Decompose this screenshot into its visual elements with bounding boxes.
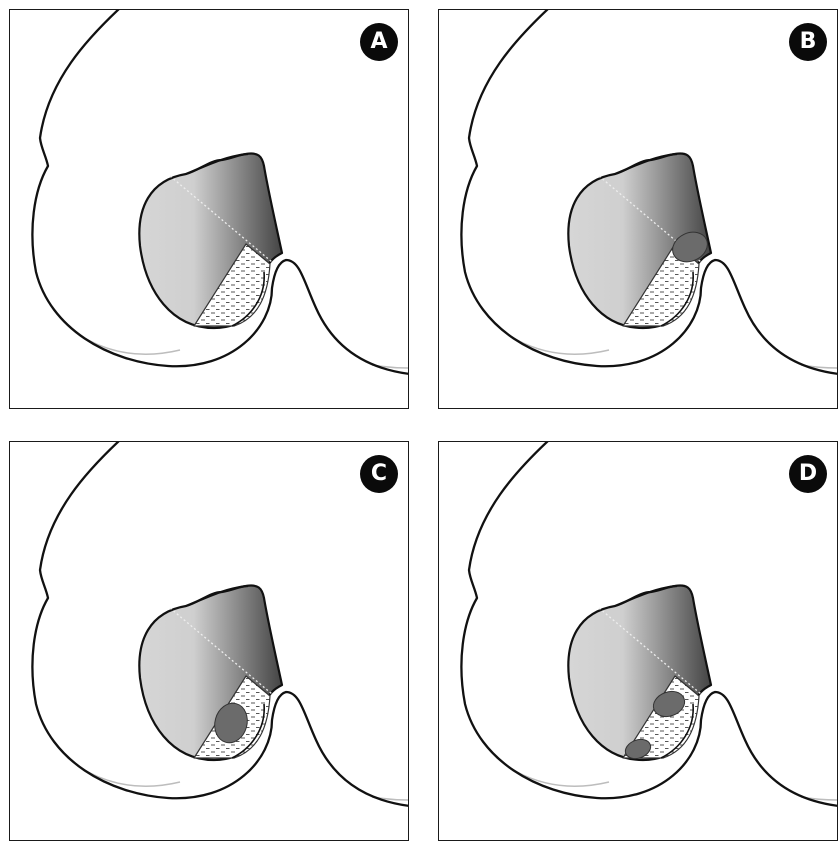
panel-d: D [438,441,838,841]
panel-b-label: B [789,23,827,61]
panel-d-illustration [439,442,838,841]
panel-c: C [9,441,409,841]
panel-d-label: D [789,455,827,493]
panel-c-label: C [360,455,398,493]
panel-b: B [438,9,838,409]
panel-c-illustration [10,442,409,841]
panel-a-illustration [10,10,409,409]
panel-b-illustration [439,10,838,409]
panel-a: A [9,9,409,409]
panel-a-label: A [360,23,398,61]
